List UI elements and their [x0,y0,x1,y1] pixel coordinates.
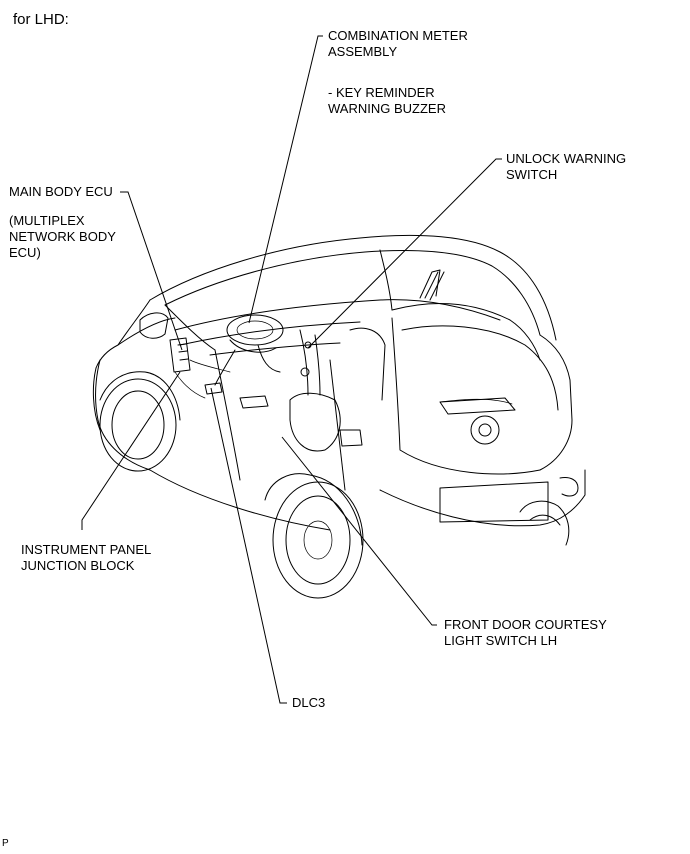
leader-combination-meter [248,35,323,324]
page-title: for LHD: [13,11,69,28]
label-combination-meter: COMBINATION METER ASSEMBLY [328,28,468,60]
label-multiplex-line1: (MULTIPLEX [9,213,85,228]
label-front-door-line2: LIGHT SWITCH LH [444,633,558,648]
label-combination-meter-line1: COMBINATION METER [328,28,468,43]
front-wheel [92,367,181,472]
label-multiplex-line2: NETWORK BODY [9,229,116,244]
label-key-reminder: - KEY REMINDER WARNING BUZZER [328,85,446,117]
leader-lines [81,35,502,704]
label-instrument-panel: INSTRUMENT PANEL JUNCTION BLOCK [21,542,151,574]
leader-dlc3 [210,387,287,704]
leader-unlock-warning [307,158,502,349]
leader-main-body-ecu [120,191,183,351]
label-front-door: FRONT DOOR COURTESY LIGHT SWITCH LH [444,617,607,649]
car-body [95,234,586,531]
label-front-door-line1: FRONT DOOR COURTESY [444,617,607,632]
label-unlock-warning-line1: UNLOCK WARNING [506,151,627,166]
label-main-body-ecu: MAIN BODY ECU [9,184,113,199]
label-multiplex: (MULTIPLEX NETWORK BODY ECU) [9,213,116,261]
label-dlc3: DLC3 [292,695,326,710]
label-instrument-panel-line1: INSTRUMENT PANEL [21,542,152,557]
leader-instrument-panel [81,371,181,530]
label-key-reminder-line1: - KEY REMINDER [328,85,435,100]
label-multiplex-line3: ECU) [9,245,41,260]
leader-front-door [281,436,437,626]
label-combination-meter-line2: ASSEMBLY [328,44,398,59]
rear-wheel-right [519,500,570,546]
footer-mark: P [2,838,9,849]
label-key-reminder-line2: WARNING BUZZER [328,101,446,116]
label-unlock-warning-line2: SWITCH [506,167,558,182]
rear-wheel-left [264,473,364,599]
label-unlock-warning: UNLOCK WARNING SWITCH [506,151,626,183]
label-instrument-panel-line2: JUNCTION BLOCK [21,558,135,573]
